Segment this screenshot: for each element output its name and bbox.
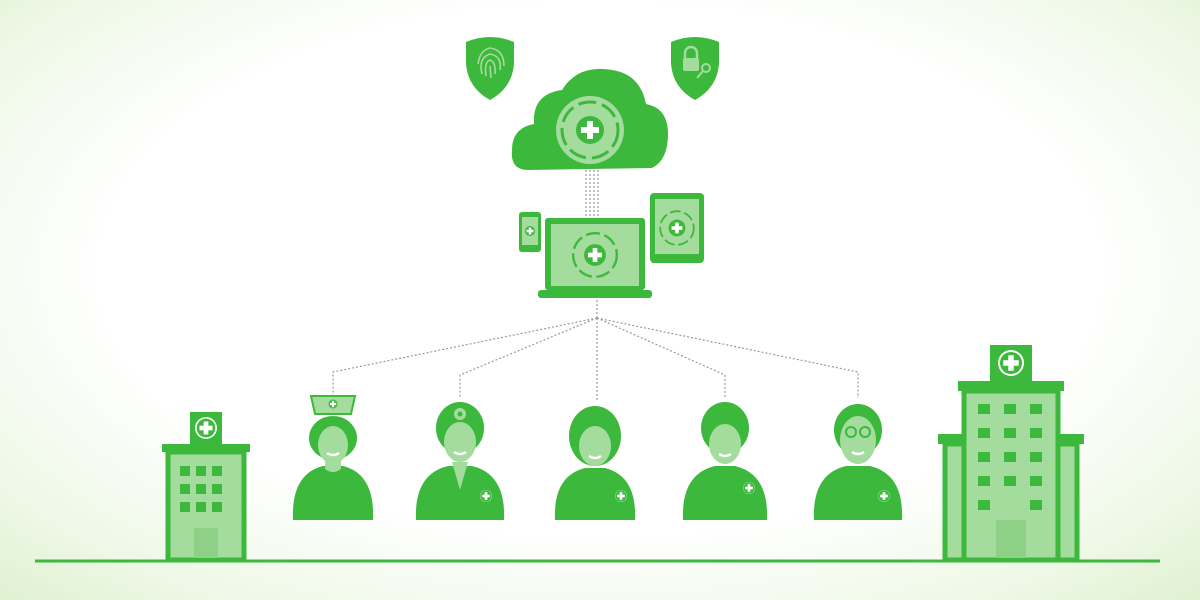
small-hospital-icon: [162, 412, 250, 563]
female-patient-icon: [554, 406, 636, 520]
male-staff-icon: [682, 402, 768, 520]
large-hospital-icon: [938, 345, 1084, 563]
tablet-icon: [650, 193, 704, 263]
fingerprint-shield-icon: [466, 37, 514, 100]
laptop-icon: [538, 218, 652, 298]
lock-key-shield-icon: [671, 37, 719, 100]
smartphone-icon: [519, 212, 541, 252]
medical-cloud-icon: [511, 68, 668, 170]
connector-lines: [332, 170, 859, 400]
nurse-icon: [292, 395, 374, 520]
doctor-icon: [415, 402, 505, 520]
senior-doctor-icon: [813, 404, 903, 520]
